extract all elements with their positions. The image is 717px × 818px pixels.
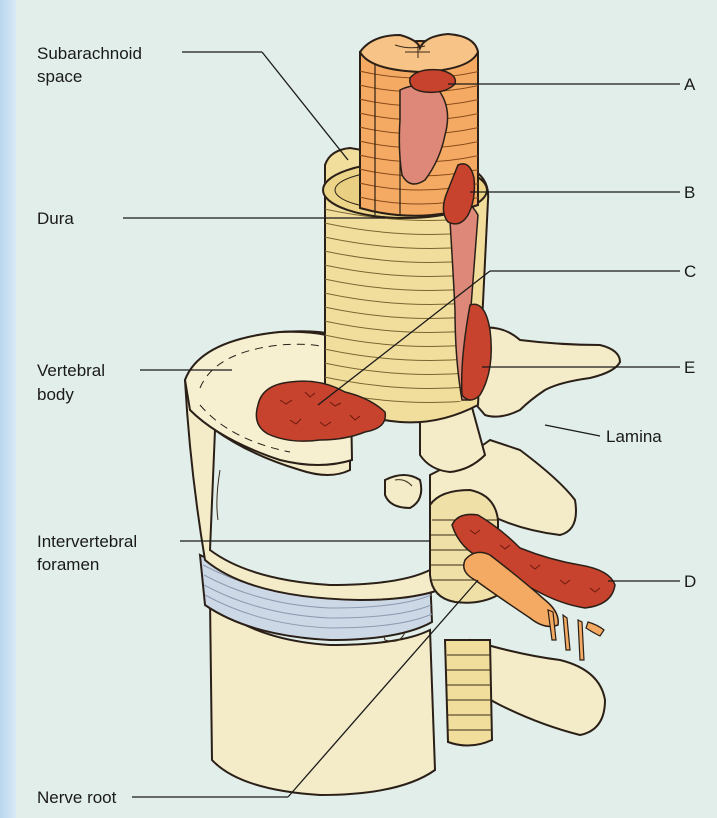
label-subarachnoid-line1: Subarachnoid bbox=[37, 44, 142, 63]
diagram-frame: Subarachnoid space Dura Vertebral body I… bbox=[16, 0, 717, 818]
label-intervertebral-line2: foramen bbox=[37, 555, 99, 574]
label-a: A bbox=[684, 75, 696, 94]
label-c: C bbox=[684, 262, 696, 281]
label-lamina: Lamina bbox=[606, 427, 662, 446]
label-intervertebral-line1: Intervertebral bbox=[37, 532, 137, 551]
label-nerve-root: Nerve root bbox=[37, 788, 117, 807]
lamina bbox=[470, 328, 620, 417]
label-b: B bbox=[684, 183, 695, 202]
label-dura: Dura bbox=[37, 209, 74, 228]
label-subarachnoid-line2: space bbox=[37, 67, 82, 86]
label-vertebral-line1: Vertebral bbox=[37, 361, 105, 380]
tumor-a-top bbox=[410, 70, 456, 93]
label-vertebral-line2: body bbox=[37, 385, 74, 404]
label-d: D bbox=[684, 572, 696, 591]
spine-tumor-diagram: Subarachnoid space Dura Vertebral body I… bbox=[16, 0, 717, 818]
label-e: E bbox=[684, 358, 695, 377]
